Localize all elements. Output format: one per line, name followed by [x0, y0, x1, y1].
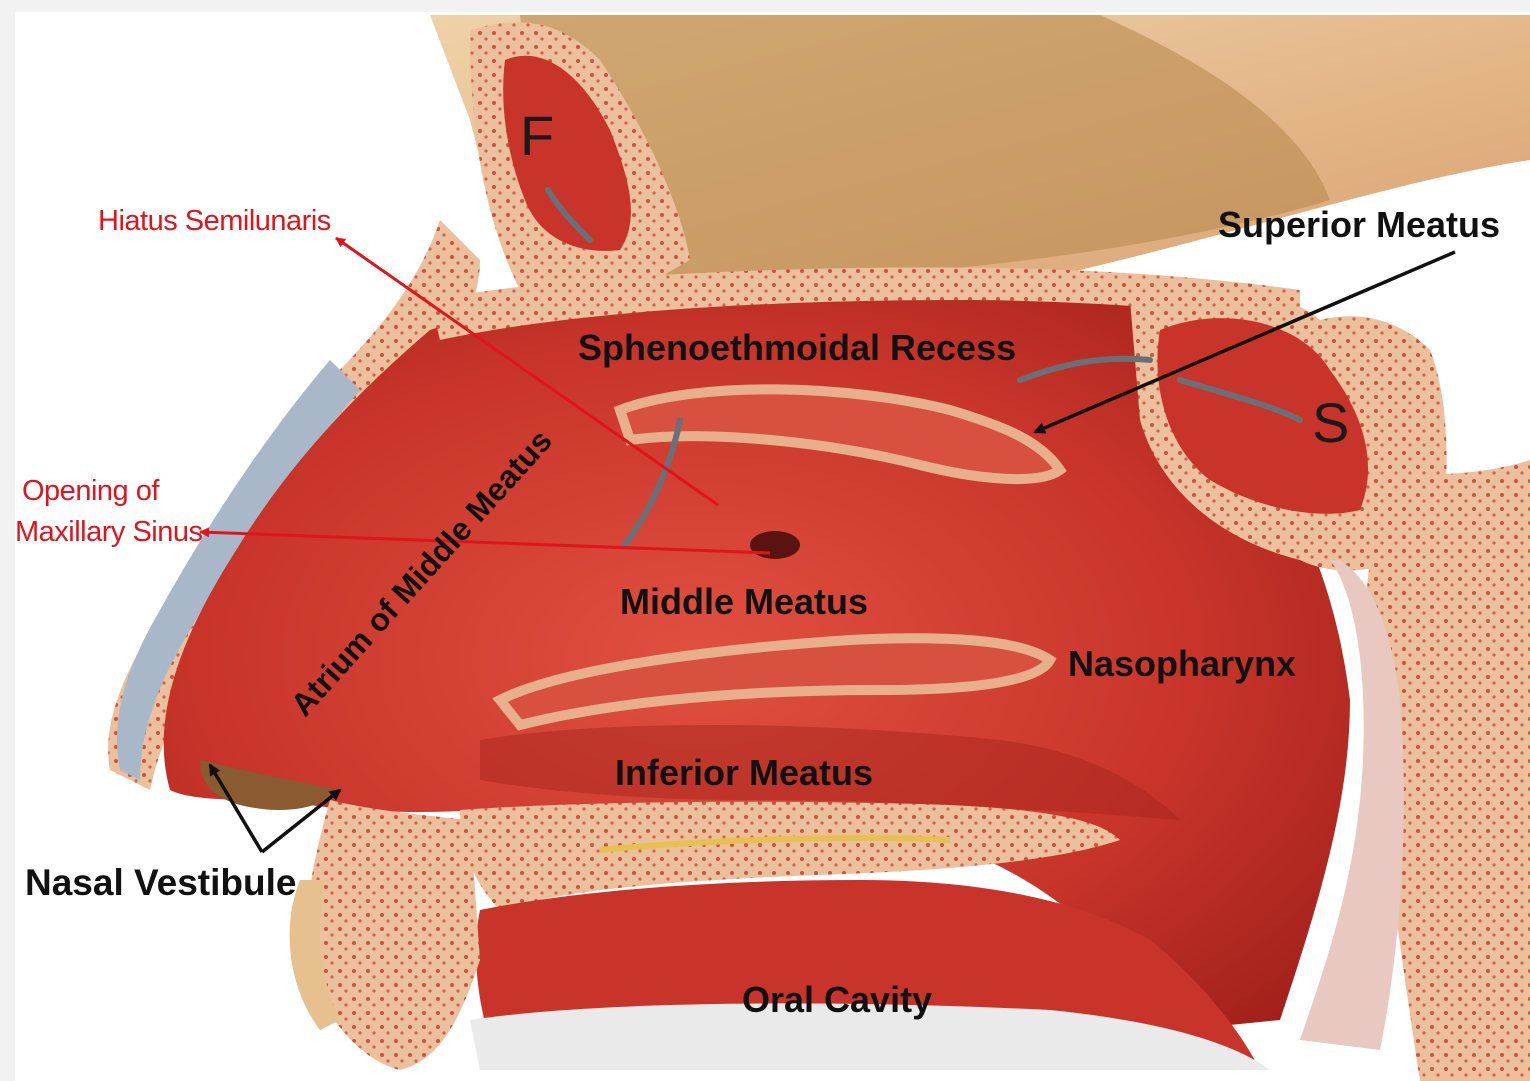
label-hiatus-semilunaris: Hiatus Semilunaris — [98, 207, 331, 236]
maxillary-opening — [750, 531, 800, 559]
label-nasopharynx: Nasopharynx — [1068, 646, 1296, 682]
label-sphenoid-sinus: S — [1312, 395, 1349, 451]
label-superior-meatus: Superior Meatus — [1218, 207, 1500, 243]
label-middle-meatus: Middle Meatus — [620, 584, 868, 620]
label-opening-maxillary-2: Maxillary Sinus — [15, 518, 203, 547]
label-inferior-meatus: Inferior Meatus — [615, 755, 873, 791]
label-oral-cavity: Oral Cavity — [742, 982, 932, 1018]
label-opening-maxillary-1: Opening of — [22, 477, 159, 506]
label-frontal-sinus: F — [520, 108, 554, 164]
label-nasal-vestibule: Nasal Vestibule — [25, 864, 296, 901]
vertebra — [1416, 712, 1530, 1081]
label-sphenoethmoidal-recess: Sphenoethmoidal Recess — [578, 330, 1016, 366]
